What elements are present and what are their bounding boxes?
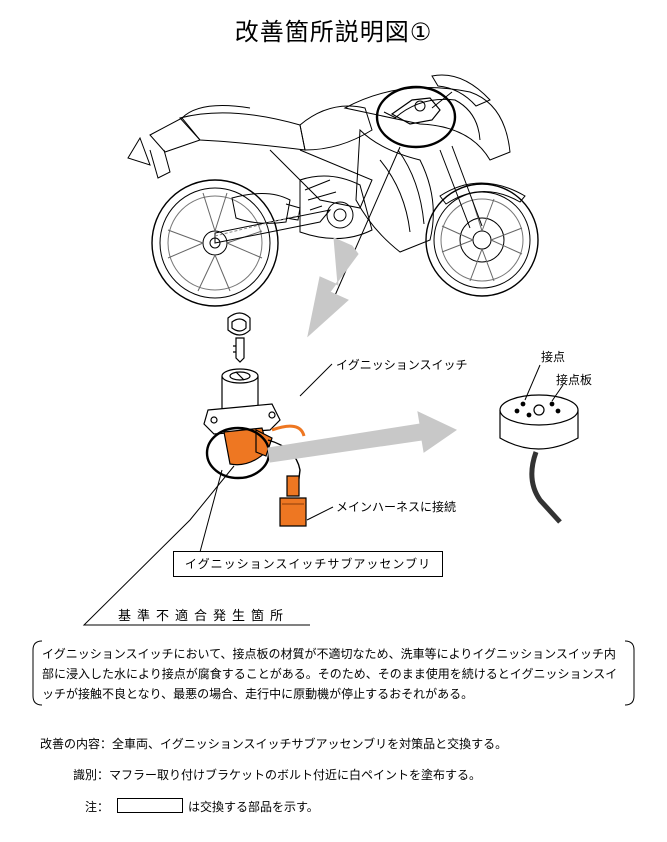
label-main-harness: メインハーネスに接続: [336, 500, 457, 514]
identification-note: 識別：マフラー取り付けブラケットのボルト付近に白ペイントを塗布する。: [73, 768, 482, 782]
ignition-switch-illustration: [203, 368, 307, 527]
defect-description: イグニッションスイッチにおいて、接点板の材質が不適切なため、洗車等によりイグニッ…: [42, 647, 618, 701]
label-sub-assembly-box: イグニッションスイッチサブアッセンブリ: [173, 551, 443, 577]
detail-circle-top: [375, 85, 457, 149]
defect-heading: 基準不適合発生箇所: [118, 609, 290, 624]
leader-lines: [82, 363, 564, 626]
arrow-switch-to-plate: [267, 411, 457, 463]
label-contact: 接点: [541, 350, 566, 364]
contact-plate-illustration: [499, 394, 579, 524]
label-ignition-switch: イグニッションスイッチ: [336, 358, 468, 372]
key-icon: [227, 312, 251, 363]
description-bracket: [32, 640, 635, 706]
leader-line-motorcycle: [332, 146, 401, 301]
legend-prefix: 注：: [85, 800, 110, 814]
motorcycle-illustration: [127, 74, 539, 307]
arrow-bike-to-switch: [307, 237, 359, 338]
label-contact-plate: 接点板: [556, 373, 593, 387]
page-title: 改善箇所説明図①: [234, 18, 433, 46]
legend-suffix: は交換する部品を示す。: [188, 800, 319, 814]
legend-box: [117, 798, 183, 813]
improvement-note: 改善の内容：全車両、イグニッションスイッチサブアッセンブリを対策品と交換する。: [40, 737, 508, 751]
